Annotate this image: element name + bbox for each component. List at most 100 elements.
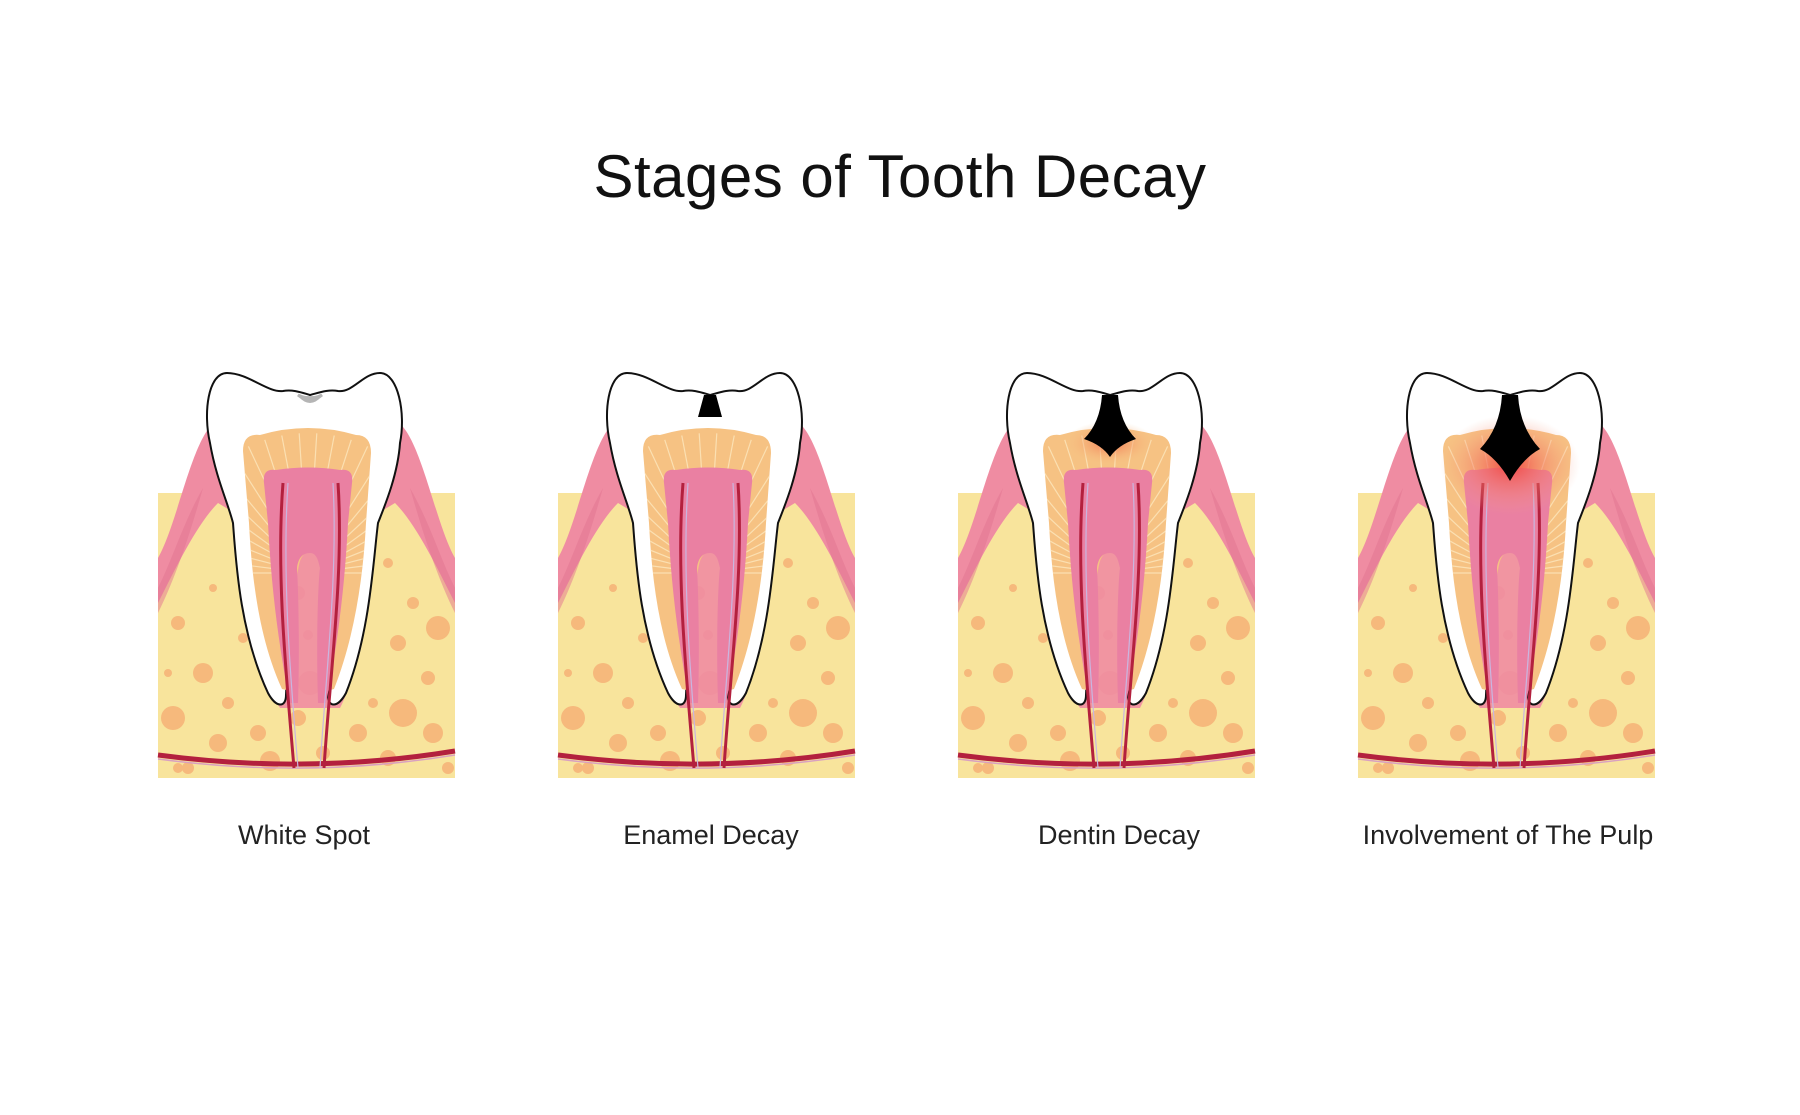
nerve-vessel <box>957 748 1256 767</box>
bone-spot <box>390 635 406 651</box>
bone-spot <box>593 663 613 683</box>
stage-illustration-white-spot <box>157 371 456 778</box>
stage-label-dentin-decay: Dentin Decay <box>1037 820 1201 850</box>
bone-spot <box>161 706 185 730</box>
bone-spot <box>1409 734 1427 752</box>
bone-spot <box>564 669 572 677</box>
bone-spot <box>964 669 972 677</box>
bone-spot <box>423 723 443 743</box>
bone-spot <box>1438 633 1448 643</box>
bone-spot <box>164 669 172 677</box>
bone-spot <box>368 698 378 708</box>
bone-spot <box>749 724 767 742</box>
bone-spot <box>716 746 730 760</box>
bone-spot <box>222 697 234 709</box>
bone-spot <box>1364 669 1372 677</box>
stage-label-pulp-involvement: Involvement of The Pulp <box>1362 820 1654 850</box>
bone-spot <box>1516 746 1530 760</box>
bone-spot <box>1190 635 1206 651</box>
tooth-diagram <box>957 371 1256 778</box>
bone-spot <box>1450 725 1466 741</box>
bone-spot <box>582 762 594 774</box>
bone-spot <box>826 616 850 640</box>
bone-spot <box>1623 723 1643 743</box>
bone-spot <box>1022 697 1034 709</box>
bone-spot <box>407 597 419 609</box>
bone-spot <box>1168 698 1178 708</box>
bone-spot <box>571 616 585 630</box>
bone-spot <box>1361 706 1385 730</box>
bone-spot <box>638 633 648 643</box>
bone-spot <box>1038 633 1048 643</box>
bone-spot <box>609 734 627 752</box>
bone-spot <box>426 616 450 640</box>
bone-spot <box>1393 663 1413 683</box>
bone-spot <box>650 725 666 741</box>
bone-spot <box>421 671 435 685</box>
nerve-vessel <box>557 748 856 767</box>
gum-right-shade <box>1210 488 1255 613</box>
bone-spot <box>1382 762 1394 774</box>
bone-spot <box>209 734 227 752</box>
bone-spot <box>193 663 213 683</box>
tooth-diagram <box>1357 371 1656 778</box>
bone-spot <box>982 762 994 774</box>
bone-spot <box>1116 746 1130 760</box>
gum-left-shade <box>958 488 1003 613</box>
gum-right-shade <box>1610 488 1655 613</box>
bone-spot <box>1207 597 1219 609</box>
bone-spot <box>1221 671 1235 685</box>
bone-spot <box>971 616 985 630</box>
bone-spot <box>1371 616 1385 630</box>
bone-spot <box>1183 558 1193 568</box>
root-nerve-left <box>1479 482 1496 769</box>
bone-spot <box>807 597 819 609</box>
bone-spot <box>1642 762 1654 774</box>
bone-spot <box>1223 723 1243 743</box>
bone-spot <box>1549 724 1567 742</box>
bone-spot <box>973 763 983 773</box>
bone-spot <box>182 762 194 774</box>
stage-illustration-dentin-decay <box>957 371 1256 778</box>
root-nerve-right <box>1522 482 1541 769</box>
enamel-cavity <box>698 395 722 417</box>
bone-spot <box>1621 671 1635 685</box>
bone-spot <box>821 671 835 685</box>
bone-spot <box>1090 710 1106 726</box>
page-title: Stages of Tooth Decay <box>593 143 1207 210</box>
bone-spot <box>768 698 778 708</box>
bone-spot <box>1050 725 1066 741</box>
bone-spot <box>383 558 393 568</box>
bone-spot <box>842 762 854 774</box>
gum-right-shade <box>410 488 455 613</box>
bone-spot <box>690 710 706 726</box>
gum-left-shade <box>558 488 603 613</box>
bone-spot <box>783 558 793 568</box>
bone-spot <box>789 699 817 727</box>
gum-left-shade <box>1358 488 1403 613</box>
bone-spot <box>316 746 330 760</box>
nerve-vessel <box>1357 748 1656 767</box>
bone-spot <box>173 763 183 773</box>
root-nerve-right <box>1122 482 1141 769</box>
bone-spot <box>238 633 248 643</box>
bone-spot <box>1226 616 1250 640</box>
bone-spot <box>1189 699 1217 727</box>
bone-spot <box>609 584 617 592</box>
bone-spot <box>1583 558 1593 568</box>
bone-spot <box>1626 616 1650 640</box>
stage-illustration-pulp-involvement <box>1357 371 1656 778</box>
bone-spot <box>622 697 634 709</box>
root-nerve-left <box>679 482 696 769</box>
bone-spot <box>1009 734 1027 752</box>
bone-spot <box>349 724 367 742</box>
nerve-vessel <box>157 748 456 767</box>
root-nerve-left <box>1079 482 1096 769</box>
bone-spot <box>1568 698 1578 708</box>
bone-spot <box>1490 710 1506 726</box>
bone-spot <box>1242 762 1254 774</box>
bone-spot <box>250 725 266 741</box>
bone-spot <box>389 699 417 727</box>
bone-spot <box>790 635 806 651</box>
root-nerve-left <box>279 482 296 769</box>
